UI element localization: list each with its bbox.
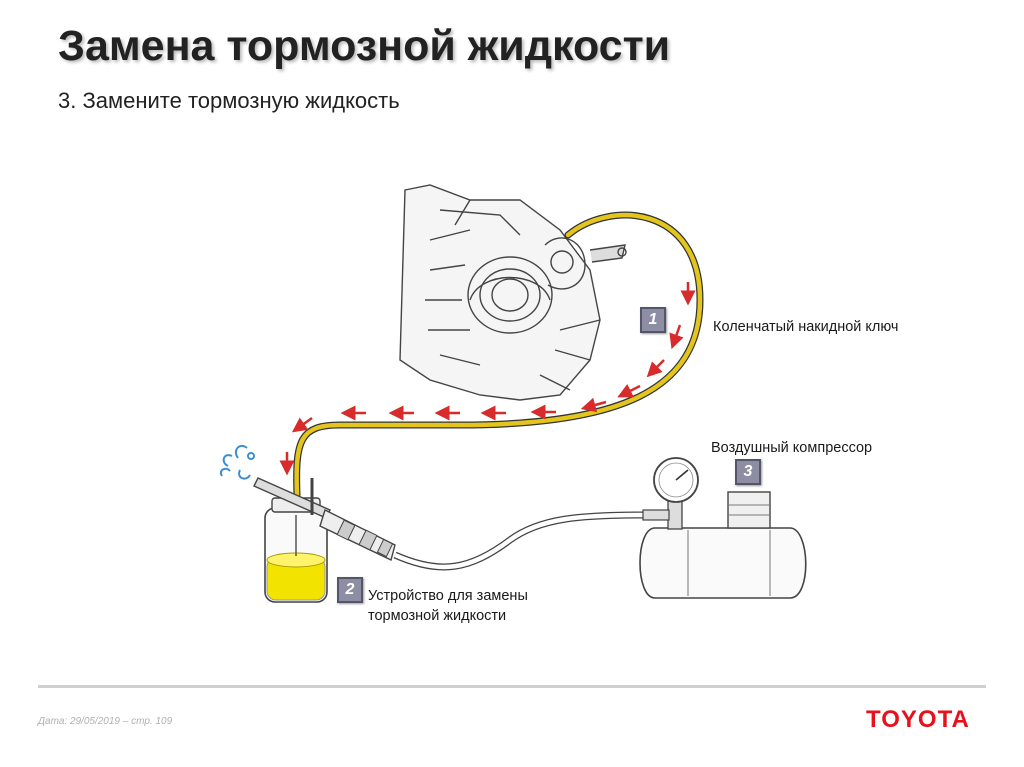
air-compressor-illustration	[639, 457, 807, 599]
item-1-badge: 1	[640, 307, 666, 333]
item-2-badge: 2	[337, 577, 363, 603]
item-3-badge: 3	[735, 459, 761, 485]
air-hose	[393, 511, 646, 571]
item-3-label: Воздушный компрессор	[711, 440, 873, 456]
toyota-logo: TOYOTA	[866, 706, 970, 733]
footer-date: Дата: 29/05/2019 – стр. 109	[38, 716, 173, 727]
item-1-label: Коленчатый накидной ключ	[713, 319, 899, 335]
brake-fluid-changer-device	[253, 477, 396, 603]
item-2-label-line1: Устройство для замены	[368, 588, 528, 604]
brake-caliper-illustration	[399, 184, 627, 401]
item-2-label-line2: тормозной жидкости	[368, 608, 507, 624]
air-exhaust-puff	[220, 444, 255, 480]
flow-arrows	[279, 282, 696, 476]
slide-title: Замена тормозной жидкости	[58, 22, 671, 70]
footer-divider	[38, 685, 986, 688]
slide-subtitle: 3. Замените тормозную жидкость	[58, 88, 400, 113]
